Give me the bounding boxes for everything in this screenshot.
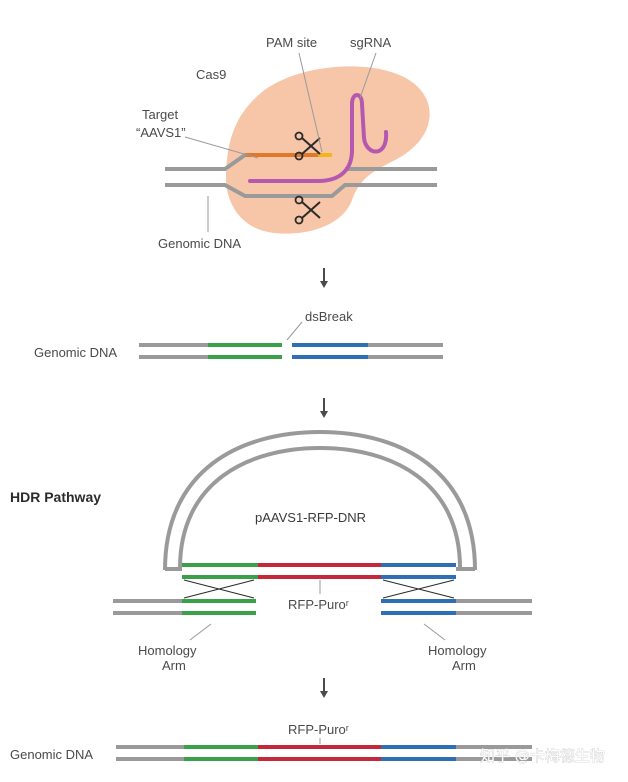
donor-plasmid-arc <box>163 429 477 571</box>
crossover-lines <box>183 579 455 599</box>
target-label: Target <box>142 107 179 122</box>
step2-dsbreak: dsBreak Genomic DNA <box>34 309 443 360</box>
genomic-dna-label: Genomic DNA <box>10 747 93 762</box>
target-name-label: “AAVS1” <box>136 125 186 140</box>
genomic-dna-label: Genomic DNA <box>34 345 117 360</box>
hdr-pathway-label: HDR Pathway <box>10 489 101 505</box>
sgrna-label: sgRNA <box>350 35 392 50</box>
watermark: 知乎 @卡梅德生物 <box>480 747 605 765</box>
donor-plasmid-label: pAAVS1-RFP-DNR <box>255 510 366 525</box>
right-homology-arm-label: Homology <box>428 643 487 658</box>
step3-hdr: HDR Pathway pAAVS1-RFP-DNR <box>10 429 532 673</box>
step1-leader-lines <box>184 52 377 232</box>
cas9-label: Cas9 <box>196 67 226 82</box>
genomic-dna-label: Genomic DNA <box>158 236 241 251</box>
down-arrow-icon <box>320 268 328 288</box>
scissors-icon <box>294 195 321 225</box>
dsbreak-label: dsBreak <box>305 309 353 324</box>
step4-result: RFP-Puroʳ Genomic DNA <box>10 722 532 762</box>
cas9-protein <box>225 66 430 234</box>
right-homology-arm-label-2: Arm <box>452 658 476 673</box>
down-arrow-icon <box>320 678 328 698</box>
pam-site-label: PAM site <box>266 35 317 50</box>
scissors-icon <box>294 131 321 161</box>
insert-label: RFP-Puroʳ <box>288 722 349 737</box>
down-arrow-icon <box>320 398 328 418</box>
insert-label: RFP-Puroʳ <box>288 597 349 612</box>
left-homology-arm-label-2: Arm <box>162 658 186 673</box>
sgrna-strand <box>248 93 389 183</box>
step1-cas9-complex: PAM site sgRNA Cas9 Target “AAVS1” Genom… <box>136 35 437 251</box>
left-homology-arm-label: Homology <box>138 643 197 658</box>
